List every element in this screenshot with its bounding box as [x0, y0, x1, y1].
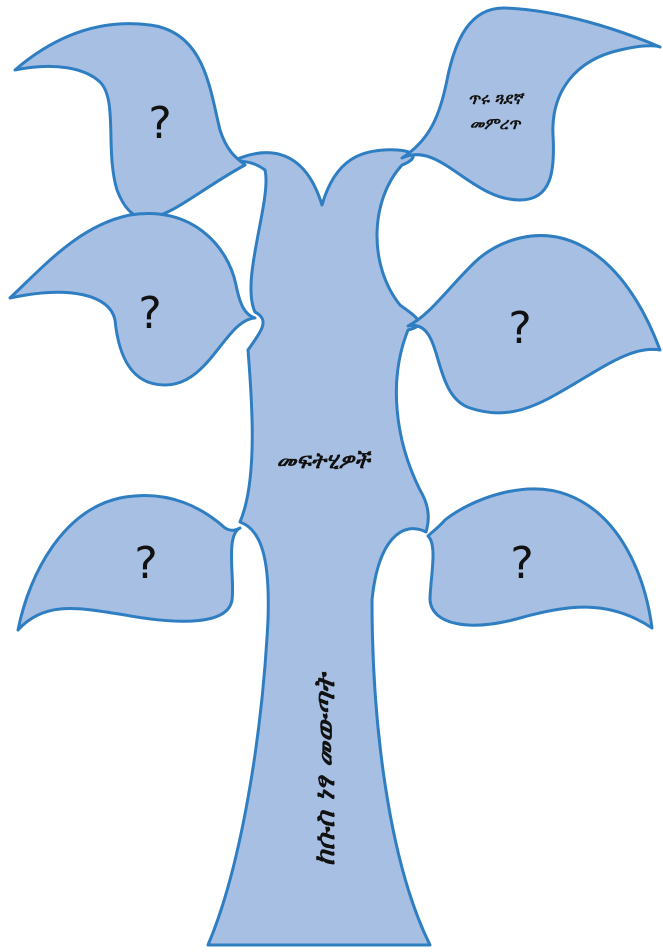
branch-low-right [428, 489, 652, 628]
low-left-question: ? [134, 538, 157, 589]
mid-right-question: ? [508, 303, 531, 354]
branch-top-left [15, 24, 245, 218]
low-right-question: ? [510, 538, 533, 589]
trunk-label: ከሱስ ነፃ መውጣት [308, 671, 341, 866]
top-right-label-line-2: መምረጥ [470, 114, 522, 133]
branch-low-left [18, 495, 240, 630]
top-right-label-line-1: ጥሩ ጓደኛ [468, 89, 526, 108]
branch-mid-left [10, 213, 255, 385]
branch-mid-right [408, 236, 660, 413]
center-label: መፍትሂዎች [276, 449, 372, 474]
mid-left-question: ? [138, 288, 161, 339]
top-left-question: ? [148, 98, 171, 149]
branch-top-right [402, 8, 660, 200]
